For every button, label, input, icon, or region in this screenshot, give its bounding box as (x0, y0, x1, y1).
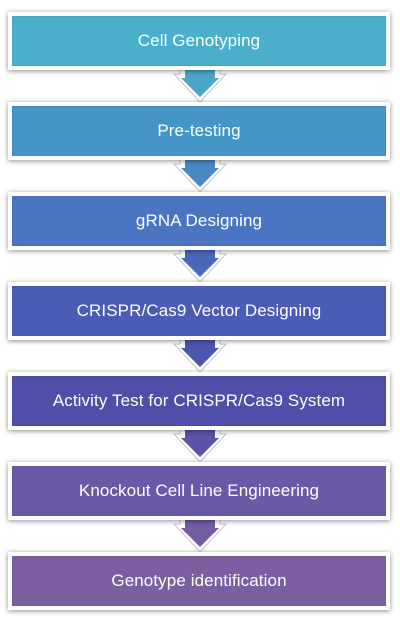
step-box: Genotype identification (8, 552, 390, 610)
step-label: gRNA Designing (135, 211, 263, 230)
step-box: Knockout Cell Line Engineering (8, 462, 390, 520)
step-label: Activity Test for CRISPR/Cas9 System (52, 391, 346, 410)
step-label: CRISPR/Cas9 Vector Designing (76, 301, 322, 320)
step-label: Genotype identification (111, 571, 287, 590)
step-label: Knockout Cell Line Engineering (78, 481, 320, 500)
step-box: Activity Test for CRISPR/Cas9 System (8, 372, 390, 430)
step-box: gRNA Designing (8, 192, 390, 250)
step-box: Cell Genotyping (8, 12, 390, 70)
step-box: Pre-testing (8, 102, 390, 160)
step-box: CRISPR/Cas9 Vector Designing (8, 282, 390, 340)
step-label: Cell Genotyping (137, 31, 261, 50)
step-label: Pre-testing (157, 121, 241, 140)
